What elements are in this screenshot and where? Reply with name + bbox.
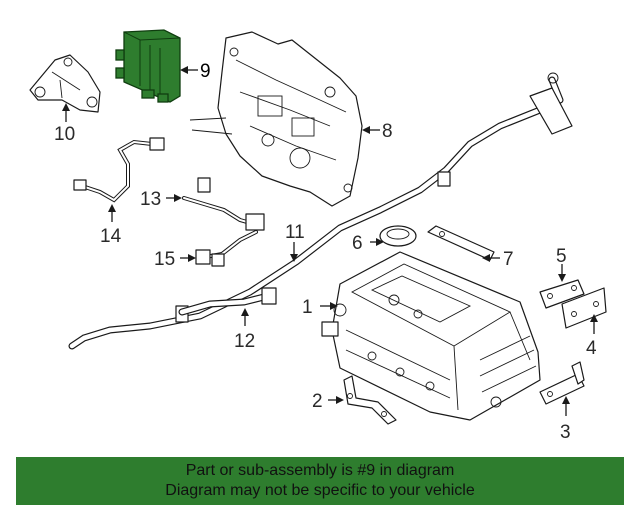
callout-14: 14	[100, 204, 122, 247]
part-4-plate[interactable]	[561, 287, 607, 329]
callout-6: 6	[352, 233, 384, 254]
svg-text:9: 9	[200, 61, 211, 82]
svg-text:8: 8	[382, 121, 393, 142]
part-13-wiring-harness[interactable]	[182, 177, 265, 231]
part-9-control-module[interactable]	[115, 29, 181, 103]
part-12-hose[interactable]	[178, 287, 277, 316]
callout-8: 8	[362, 121, 393, 142]
part-6-cap[interactable]	[379, 225, 417, 247]
part-11-hose[interactable]	[68, 72, 573, 350]
svg-text:5: 5	[556, 246, 567, 267]
callout-5: 5	[556, 246, 567, 282]
callout-2: 2	[312, 391, 344, 412]
callout-7: 7	[482, 249, 514, 270]
svg-text:2: 2	[312, 391, 323, 412]
svg-text:6: 6	[352, 233, 363, 254]
part-7-strap[interactable]	[427, 225, 495, 261]
svg-text:13: 13	[140, 189, 161, 210]
callout-10: 10	[54, 103, 75, 145]
callout-12: 12	[234, 308, 255, 352]
part-8-housing[interactable]	[189, 31, 363, 207]
callout-13: 13	[140, 189, 182, 210]
callout-9: 9	[180, 61, 211, 82]
callout-3: 3	[560, 396, 571, 443]
svg-text:1: 1	[302, 297, 313, 318]
svg-text:3: 3	[560, 422, 571, 443]
parts-diagram: 9 10 8	[29, 29, 607, 443]
part-14-wiring-harness[interactable]	[73, 137, 165, 203]
part-3-bracket[interactable]	[539, 361, 585, 405]
svg-text:14: 14	[100, 226, 122, 247]
part-5-plate[interactable]	[539, 279, 585, 309]
callout-1: 1	[302, 297, 338, 318]
svg-text:7: 7	[503, 249, 514, 270]
part-15-wiring-harness[interactable]	[195, 230, 258, 267]
svg-text:11: 11	[285, 222, 305, 243]
part-1-inverter-assembly[interactable]	[321, 251, 541, 421]
callout-4: 4	[586, 314, 598, 359]
svg-text:4: 4	[586, 338, 597, 359]
banner-line-1: Part or sub-assembly is #9 in diagram	[185, 462, 455, 479]
callout-15: 15	[154, 249, 196, 270]
part-10-bracket[interactable]	[29, 54, 101, 113]
svg-text:10: 10	[54, 124, 75, 145]
svg-text:15: 15	[154, 249, 175, 270]
banner-line-2: Diagram may not be specific to your vehi…	[165, 482, 475, 499]
info-banner: Part or sub-assembly is #9 in diagram Di…	[16, 457, 624, 505]
svg-text:12: 12	[234, 331, 255, 352]
part-2-bracket[interactable]	[343, 375, 397, 425]
callout-11: 11	[285, 222, 305, 262]
